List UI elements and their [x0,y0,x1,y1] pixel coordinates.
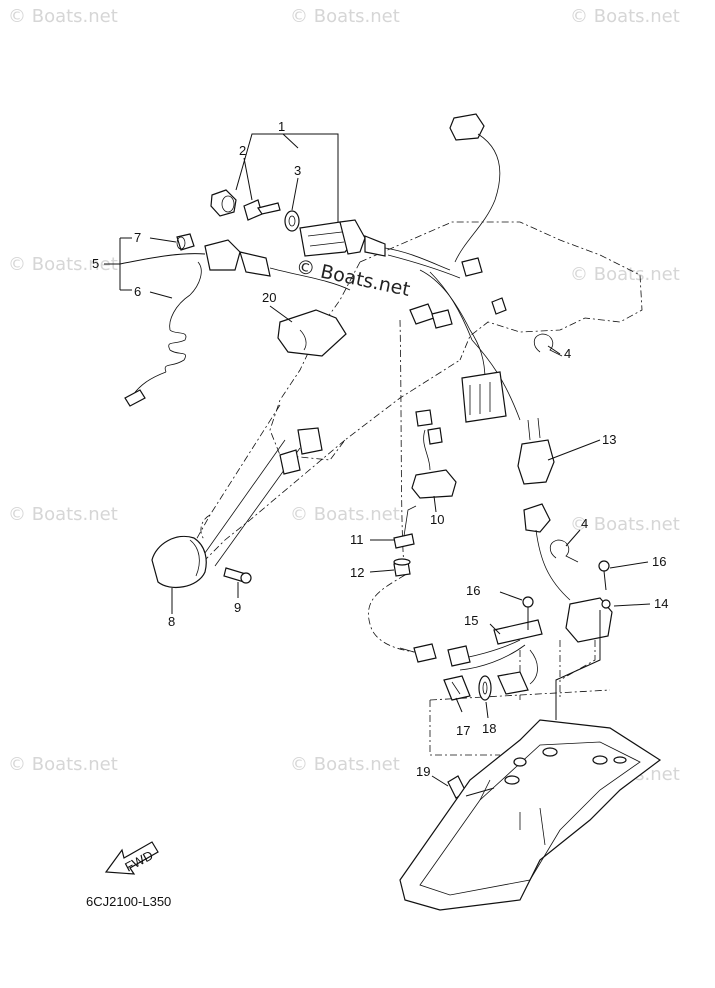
relay-block [461,371,507,423]
part-label-4: 4 [564,346,571,361]
grip-screw [223,567,252,584]
connector-13 [517,417,555,485]
watermark: © Boats.net [290,6,400,27]
part-label-1: 1 [278,119,285,134]
part-label-20: 20 [262,290,276,305]
mounting-plate [493,619,543,645]
tiller-grip-end [151,535,207,589]
tiller-handle [199,427,323,567]
part-label-14: 14 [654,596,668,611]
key-switch-cap [210,189,237,217]
part-label-12: 12 [350,565,364,580]
fwd-arrow-icon: FWD [104,841,159,875]
key-switch-assembly [299,219,461,279]
grommet [443,675,471,701]
watermark: © Boats.net [8,504,118,525]
watermark: © Boats.net [8,754,118,775]
phantom-outlines [169,221,643,756]
part-label-3: 3 [294,163,301,178]
bracket [393,505,417,549]
wire-clamp [549,539,579,563]
bolt [393,558,411,577]
watermark: © Boats.net [570,6,680,27]
watermarks: © Boats.net © Boats.net © Boats.net © Bo… [8,6,680,785]
buzzer [411,409,457,499]
connector-pair [497,671,529,695]
leader-lines [104,133,651,797]
part-label-16: 16 [466,583,480,598]
part-label-13: 13 [602,432,616,447]
screw [598,560,610,591]
watermark: © Boats.net [8,6,118,27]
lanyard [124,261,202,407]
figure-code: 6CJ2100-L350 [86,894,171,909]
part-label-9: 9 [234,600,241,615]
part-label-7: 7 [134,230,141,245]
part-label-19: 19 [416,764,430,779]
part-label-8: 8 [168,614,175,629]
throttle-cover [277,309,347,357]
main-key [243,199,281,221]
watermark: © Boats.net [570,264,680,285]
fwd-label: FWD [122,847,155,874]
harness-top [409,113,521,421]
wire-clamp [533,333,563,357]
watermark: © Boats.net [290,504,400,525]
part-label-6: 6 [134,284,141,299]
part-label-10: 10 [430,512,444,527]
part-label-18: 18 [482,721,496,736]
part-labels: 1 2 3 4 4 5 6 7 8 9 10 11 12 13 14 15 16… [92,119,668,779]
part-label-5: 5 [92,256,99,271]
stop-switch-cap [176,233,195,251]
part-label-4b: 4 [581,516,588,531]
o-ring [284,210,300,232]
engine-stop-switch [204,239,351,291]
watermark: © Boats.net [570,514,680,535]
base-bracket [399,719,662,911]
control-unit [565,597,613,643]
part-label-16b: 16 [652,554,666,569]
screw [522,596,534,630]
part-label-2: 2 [239,143,246,158]
part-label-11: 11 [350,532,364,547]
part-label-15: 15 [464,613,478,628]
grommet [478,675,492,701]
watermark: © Boats.net [8,254,118,275]
watermark: © Boats.net [290,754,400,775]
lower-harness [399,503,571,685]
part-label-17: 17 [456,723,470,738]
